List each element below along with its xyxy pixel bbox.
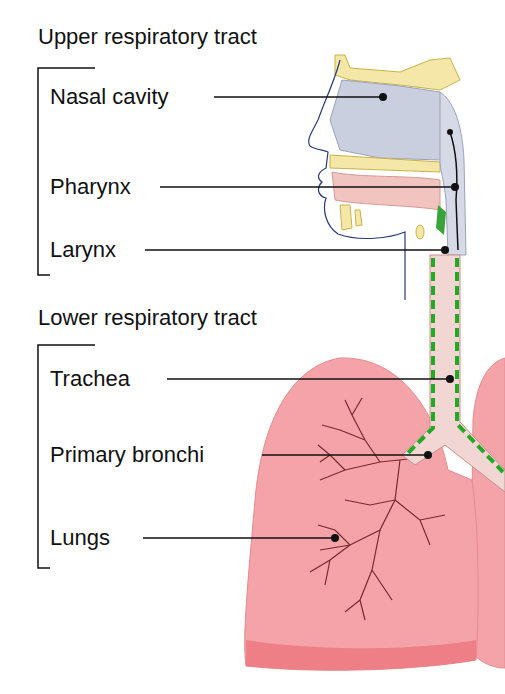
face-outline (309, 60, 405, 300)
section-heading: Upper respiratory tract (38, 24, 257, 50)
part-label: Larynx (50, 237, 116, 263)
part-label: Lungs (50, 525, 110, 551)
part-label: Nasal cavity (50, 84, 169, 110)
section-heading: Lower respiratory tract (38, 305, 257, 331)
airway-line (450, 132, 458, 250)
lung-shading (246, 640, 476, 670)
part-label: Trachea (50, 366, 130, 392)
airway-lining (405, 258, 503, 472)
part-label: Primary bronchi (50, 442, 204, 468)
bronchial-tree (310, 398, 445, 620)
trachea-shape (402, 255, 505, 492)
part-label: Pharynx (50, 174, 131, 200)
nasal-cavity-shape (330, 80, 458, 160)
jaw-bone (340, 205, 362, 230)
epiglottis (436, 205, 446, 235)
hyoid-bone (416, 225, 424, 239)
tongue-shape (332, 172, 440, 210)
leader-dot (331, 93, 459, 542)
palate-bone (330, 155, 440, 172)
